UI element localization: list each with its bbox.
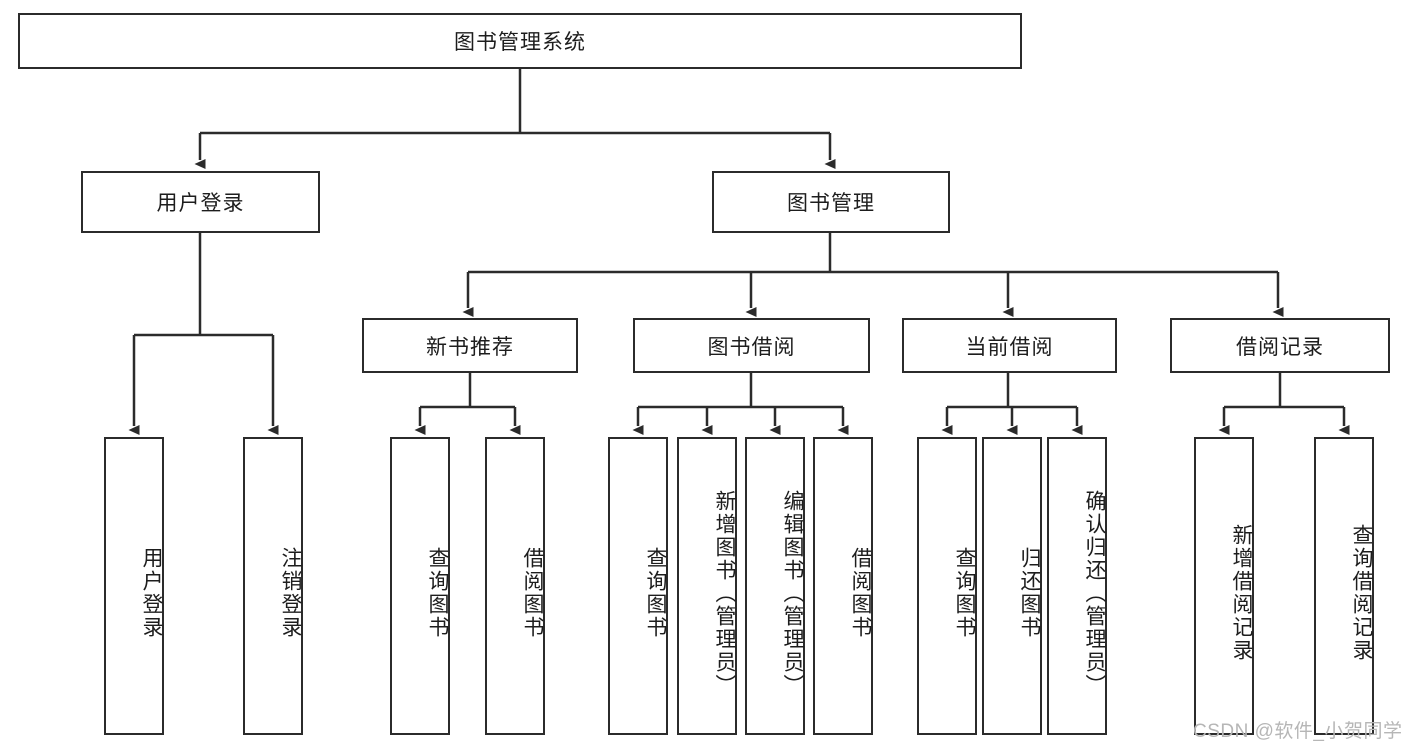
leaf-user-login-label: 用户登录 — [140, 547, 163, 639]
leaf-query-book-rec-label: 查询图书 — [426, 547, 449, 639]
leaf-borrow-book-label: 借阅图书 — [849, 547, 872, 639]
leaf-query-book-current[interactable]: 查询图书 — [917, 437, 977, 735]
node-new-book-recommend[interactable]: 新书推荐 — [362, 318, 578, 373]
leaf-add-book[interactable]: 新增图书（管理员） — [677, 437, 737, 735]
leaf-query-book-rec[interactable]: 查询图书 — [390, 437, 450, 735]
node-book-management-label: 图书管理 — [787, 192, 875, 215]
node-root-label: 图书管理系统 — [454, 31, 586, 54]
leaf-add-record-label: 新增借阅记录 — [1230, 524, 1253, 662]
node-borrow-record-label: 借阅记录 — [1236, 335, 1324, 359]
leaf-query-book-borrow-label: 查询图书 — [644, 547, 667, 639]
node-borrow-record[interactable]: 借阅记录 — [1170, 318, 1390, 373]
leaf-query-record[interactable]: 查询借阅记录 — [1314, 437, 1374, 735]
leaf-user-login[interactable]: 用户登录 — [104, 437, 164, 735]
leaf-query-book-borrow[interactable]: 查询图书 — [608, 437, 668, 735]
leaf-return-book[interactable]: 归还图书 — [982, 437, 1042, 735]
leaf-add-book-label: 新增图书（管理员） — [713, 489, 736, 697]
node-current-borrow[interactable]: 当前借阅 — [902, 318, 1117, 373]
node-book-borrow-label: 图书借阅 — [707, 335, 796, 359]
node-user-login[interactable]: 用户登录 — [81, 171, 320, 233]
leaf-query-record-label: 查询借阅记录 — [1350, 524, 1373, 662]
leaf-user-logout[interactable]: 注销登录 — [243, 437, 303, 735]
leaf-confirm-return-label: 确认归还（管理员） — [1083, 489, 1106, 697]
node-book-management[interactable]: 图书管理 — [712, 171, 950, 233]
node-new-book-recommend-label: 新书推荐 — [426, 335, 514, 359]
leaf-confirm-return[interactable]: 确认归还（管理员） — [1047, 437, 1107, 735]
csdn-watermark: CSDN @软件_小贺同学 — [1193, 721, 1403, 742]
leaf-borrow-book-rec-label: 借阅图书 — [521, 547, 544, 639]
leaf-return-book-label: 归还图书 — [1018, 547, 1041, 639]
leaf-borrow-book-rec[interactable]: 借阅图书 — [485, 437, 545, 735]
leaf-add-record[interactable]: 新增借阅记录 — [1194, 437, 1254, 735]
leaf-edit-book-label: 编辑图书（管理员） — [781, 489, 804, 697]
leaf-user-logout-label: 注销登录 — [279, 547, 302, 639]
leaf-edit-book[interactable]: 编辑图书（管理员） — [745, 437, 805, 735]
node-current-borrow-label: 当前借阅 — [965, 335, 1054, 359]
node-user-login-label: 用户登录 — [156, 192, 245, 215]
node-root[interactable]: 图书管理系统 — [18, 13, 1022, 69]
leaf-borrow-book[interactable]: 借阅图书 — [813, 437, 873, 735]
leaf-query-book-current-label: 查询图书 — [953, 547, 976, 639]
node-book-borrow[interactable]: 图书借阅 — [633, 318, 870, 373]
